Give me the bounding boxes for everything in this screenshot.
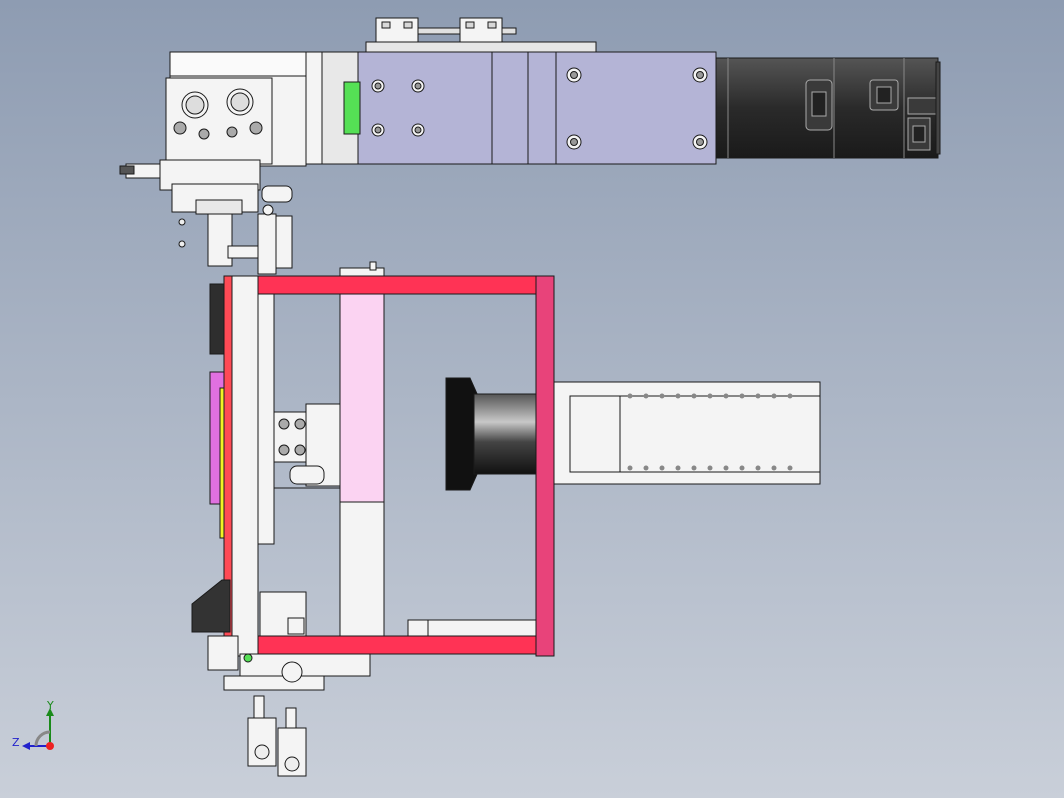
bottom-fittings: [247, 695, 307, 777]
y-axis-label: Y: [47, 699, 54, 712]
right-extension-plate: [553, 381, 821, 485]
vacuum-cup: [445, 377, 479, 491]
hole-row-bottom: [627, 465, 793, 471]
z-axis-label: Z: [12, 736, 20, 749]
bottom-red-bar: [257, 635, 539, 655]
cylinder-block: [119, 51, 307, 275]
right-side-bar: [535, 275, 555, 657]
left-white-plate: [231, 275, 259, 657]
coordinate-triad-icon: [22, 708, 54, 750]
green-coupling: [343, 81, 361, 135]
hole-row-top: [627, 393, 793, 399]
black-side-pad: [209, 283, 225, 355]
gripper-frame: [191, 261, 555, 691]
top-linear-module: [299, 17, 941, 165]
pink-block: [339, 293, 385, 503]
top-red-bar: [257, 275, 539, 295]
linear-slide-body: [357, 51, 717, 165]
